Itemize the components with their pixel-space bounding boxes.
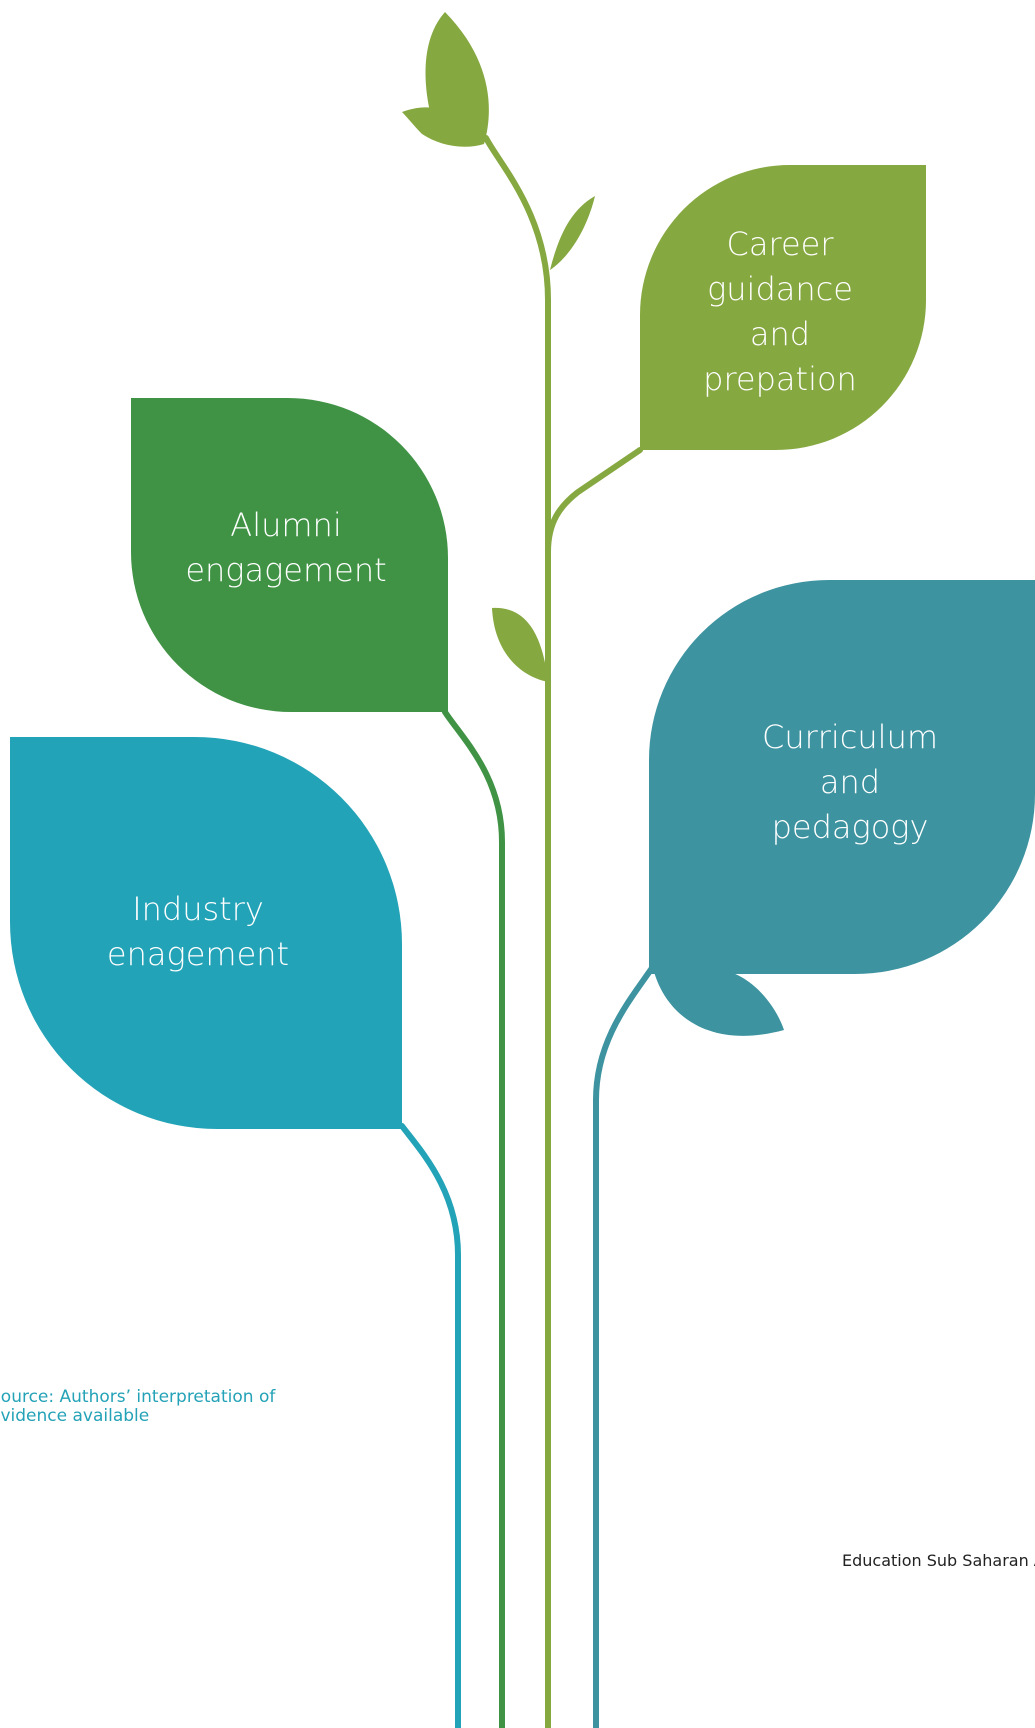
industry-stem — [399, 1123, 461, 1728]
alumni-leaf — [131, 398, 448, 712]
top-side-leaf — [402, 107, 484, 147]
source-note: Source: Authors’ interpretation of evide… — [0, 1387, 276, 1426]
curriculum-small-leaf — [653, 968, 784, 1036]
footer-text: Education Sub Saharan Africa — [842, 1551, 1035, 1570]
upper-sprout-leaf — [550, 196, 595, 270]
career-leaf — [640, 165, 926, 450]
main-stem — [483, 135, 551, 1728]
lower-sprout-leaf — [492, 607, 548, 682]
industry-leaf — [10, 737, 402, 1129]
career-guidance-label: Career guidance and prepation — [703, 225, 857, 398]
curriculum-leaf — [649, 580, 1035, 974]
curriculum-stem — [593, 965, 655, 1728]
industry-engagement-label: Industry enagement — [106, 890, 290, 973]
career-branch — [545, 447, 643, 555]
alumni-engagement-label: Alumni engagement — [185, 506, 387, 589]
curriculum-pedagogy-label: Curriculum and pedagogy — [761, 718, 939, 846]
alumni-stem — [442, 709, 505, 1728]
